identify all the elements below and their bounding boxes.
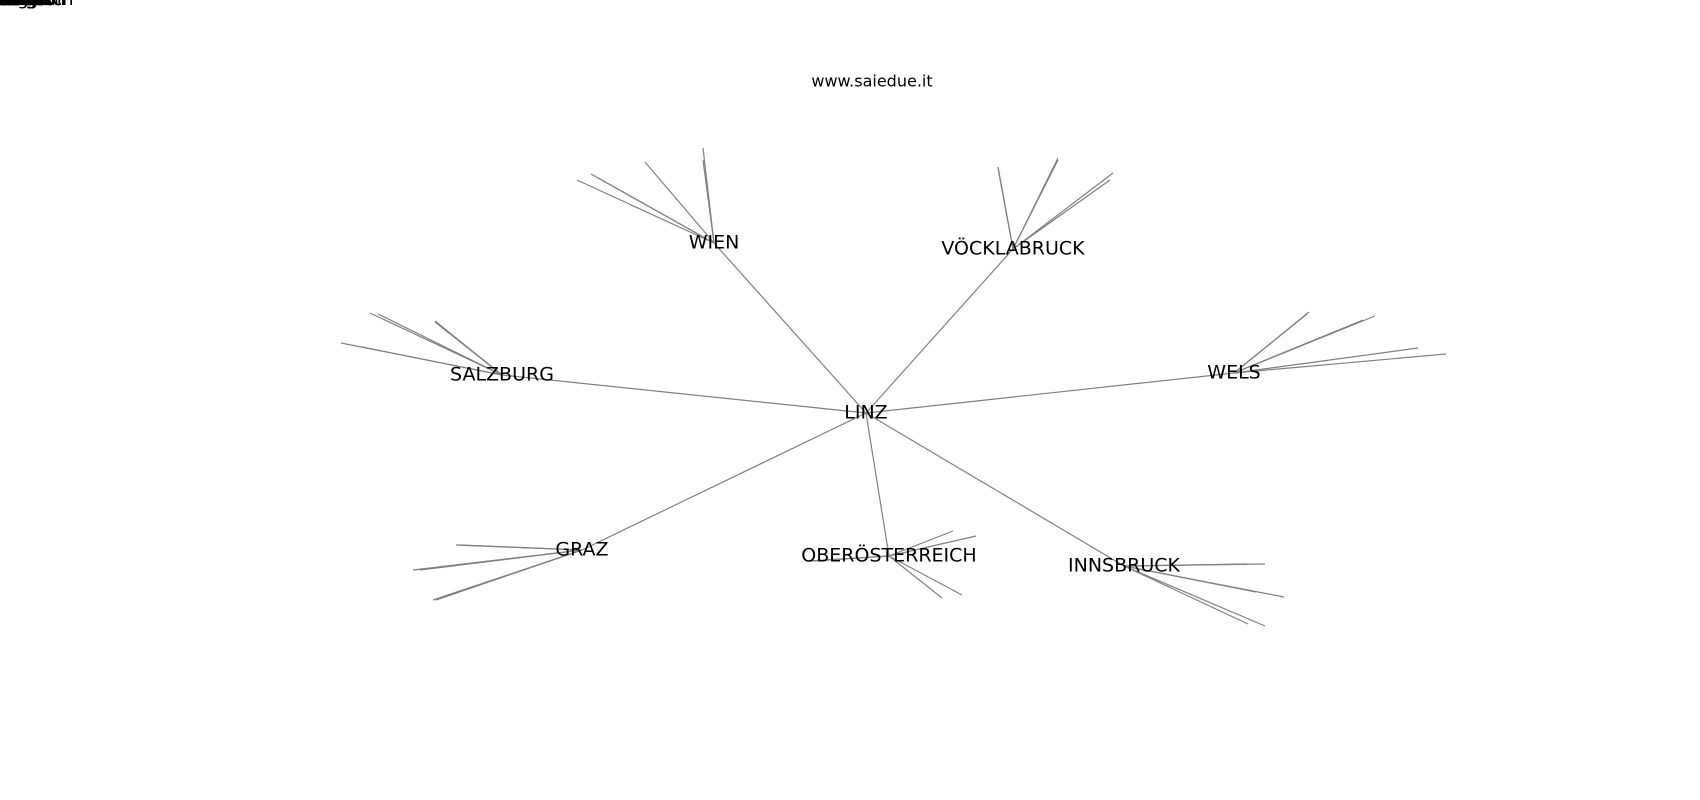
edge-voecklabruck-grieskirchen [1012,172,1114,250]
node-graz-salzburg: salzburg [0,0,38,10]
node-innsbruck-schwaz: schwaz [0,0,33,10]
node-graz-steiermark: steiermark [0,0,49,10]
node-salzburg-linz: linz [0,0,15,10]
edge-oberoesterreich-innviertel [808,555,890,562]
node-innsbruck-graz: graz [0,0,20,10]
node-wels-voecklabruck: vöcklabruck [0,0,55,10]
edge-wien-salzburg [702,147,715,244]
node-voecklabruck-grieskirchen: grieskirchen [0,0,55,10]
node-wien-niederoesterreich: niederösterreich [0,0,73,10]
node-voecklabruck-gmunden: gmunden [0,0,43,10]
node-oberoesterreich-linz: linz [0,0,15,10]
edge-oberoesterreich-voecklabruck [888,555,963,596]
node-wien-moedling: mödling [0,0,36,10]
edge-linz-voecklabruck [865,248,1014,414]
edge-linz-salzburg [501,374,867,414]
edge-wien-graz [576,179,715,244]
node-wien: WIEN [689,232,740,254]
edge-salzburg-linz [369,312,503,376]
node-wels: WELS [1207,362,1260,384]
node-oberoesterreich: OBERÖSTERREICH [801,544,976,567]
node-voecklabruck-oberoesterreich: oberösterreich [0,0,65,10]
node-salzburg-innsbruck: innsbruck [0,0,44,10]
edge-graz-linz [435,549,583,601]
node-wels-oberoestereich: oberöstereich [0,0,62,10]
edge-wels-oberoesterreich [1233,315,1376,374]
edge-wels-oberoestereich [1233,347,1419,374]
edge-linz-innsbruck [865,412,1125,567]
label-layer: LINZ WIEN mödlingsalzburglinzösterreichgra… [0,0,1261,577]
node-voecklabruck-wels: wels [0,0,20,10]
edge-voecklabruck-eferding [1012,179,1111,250]
node-linz: LINZ [844,402,887,424]
node-wien-oesterreich: österreich [0,0,45,10]
node-graz-linz: linz [0,0,15,10]
node-voecklabruck-linz: linz [0,0,15,10]
node-innsbruck-tirol: tirol [0,0,18,10]
edge-linz-graz [581,412,867,551]
edge-innsbruck-bozen [1123,565,1266,627]
node-voecklabruck-eferding: eferding [0,0,37,10]
node-oberoesterreich-voecklabruck: vöcklabruck [0,0,55,10]
node-graz-innsbruck: innsbruck [0,0,44,10]
edge-wels-linz [1233,311,1310,374]
node-wels-linz: linz [0,0,15,10]
edge-voecklabruck-linz [1012,157,1059,250]
node-oberoesterreich-niederoesterreich: niederösterreich [0,0,73,10]
node-salzburg-wien: wien [0,0,21,10]
node-salzburg-groedig: grödig [0,0,29,10]
node-oberoesterreich-muehlviertel: mühlviertel [0,0,51,10]
node-graz-wien: wien [0,0,21,10]
node-wels-eferding: eferding [0,0,37,10]
edge-voecklabruck-gmunden [997,166,1014,250]
edge-linz-oberoesterreich [865,412,890,557]
edge-oberoesterreich-grieskirchen [888,530,954,557]
node-voecklabruck: VÖCKLABRUCK [941,237,1085,260]
node-graz: GRAZ [555,539,608,561]
node-salzburg: SALZBURG [450,364,554,386]
edge-graz-steiermark [455,544,583,551]
edge-wien-niederoesterreich [590,173,715,244]
node-oberoesterreich-innviertel: innviertel [0,0,43,10]
edge-innsbruck-salzburg [1123,565,1285,598]
node-wels-marchtrenk: marchtrenk [0,0,52,10]
edge-layer [340,147,1447,627]
node-innsbruck-kufstein: kufstein [0,0,36,10]
node-salzburg-oberoesterreich: oberösterreich [0,0,65,10]
edge-innsbruck-kufstein [1123,565,1249,625]
graph-title: www.saiedue.it [811,72,932,91]
node-innsbruck: INNSBRUCK [1068,555,1180,577]
edge-wels-eferding [1233,353,1447,374]
node-salzburg-graz: graz [0,0,20,10]
node-wien-salzburg: salzburg [0,0,38,10]
edge-oberoesterreich-linz [888,535,977,557]
node-graz-leoben: leoben [0,0,31,10]
edge-linz-wels [865,372,1235,414]
edge-graz-wien [412,549,583,571]
node-wien-linz: linz [0,0,15,10]
edge-wien-oesterreich [644,161,715,244]
node-oberoesterreich-grieskirchen: grieskirchen [0,0,55,10]
node-innsbruck-bozen: bozen [0,0,27,10]
edge-salzburg-wien [340,342,503,376]
edge-innsbruck-schwaz [1123,563,1266,567]
edge-oberoesterreich-muehlviertel [888,555,943,599]
node-wien-graz: graz [0,0,20,10]
edge-salzburg-groedig [434,320,503,376]
node-wels-oberoesterreich: oberösterreich [0,0,65,10]
node-innsbruck-salzburg: salzburg [0,0,38,10]
edge-linz-wien [713,242,867,414]
